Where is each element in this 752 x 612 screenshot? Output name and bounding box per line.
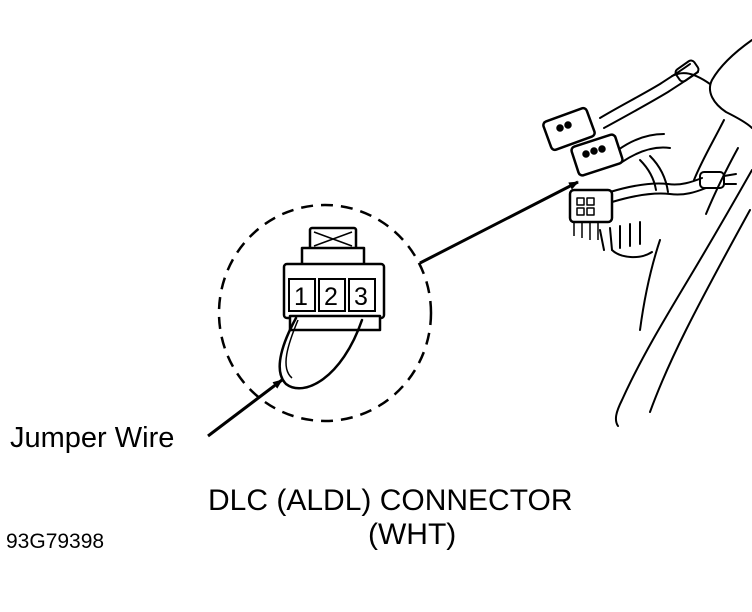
connector-caption-color-text: (WHT) bbox=[368, 518, 457, 551]
pin-label-1: 1 bbox=[294, 283, 308, 311]
jumper-wire bbox=[278, 316, 364, 390]
figure-id: 93G79398 bbox=[6, 530, 105, 553]
pin-label-2: 2 bbox=[324, 283, 338, 311]
detail-callout-circle bbox=[217, 203, 433, 423]
connector-caption-title-text: DLC (ALDL) CONNECTOR bbox=[208, 484, 573, 517]
harness-connectors bbox=[542, 106, 624, 240]
wiring-harness bbox=[599, 59, 737, 203]
vehicle-body-outline bbox=[599, 39, 752, 427]
jumper-wire-inner bbox=[285, 319, 299, 379]
detail-leader-arrow bbox=[419, 180, 579, 265]
jumper-wire-label: Jumper Wire bbox=[10, 422, 175, 454]
jumper-label-arrow bbox=[207, 378, 283, 438]
pin-label-3: 3 bbox=[354, 283, 368, 311]
dlc-pin-cells bbox=[288, 278, 376, 312]
